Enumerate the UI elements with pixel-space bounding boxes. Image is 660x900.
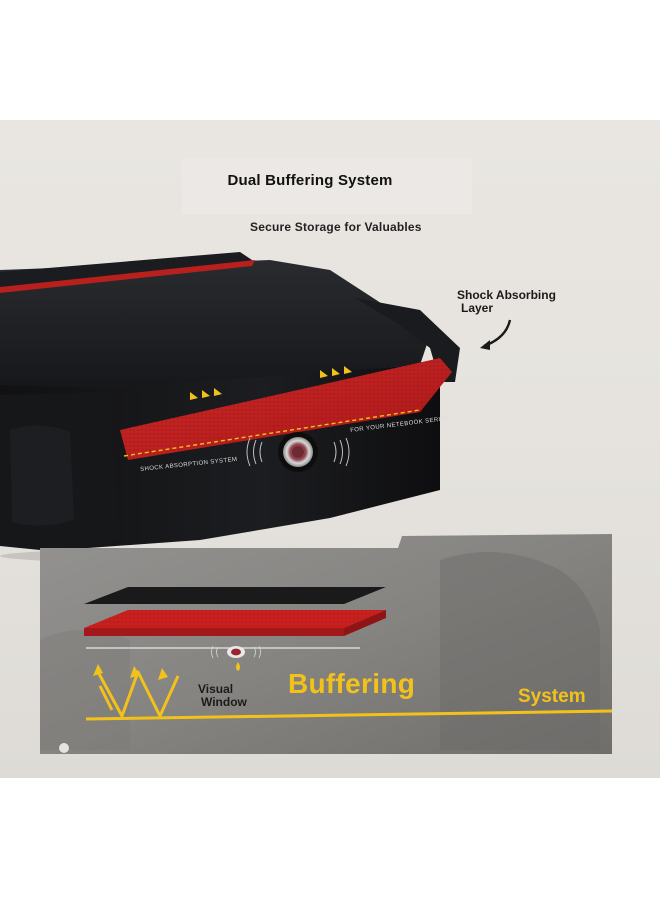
callout-arrow-icon [480, 319, 512, 350]
bag-top-surface [0, 260, 430, 390]
visual-window-line-2: Window [201, 695, 247, 709]
shock-absorbing-callout: Shock Absorbing Layer [457, 289, 556, 315]
flap-red-edge [0, 260, 255, 293]
signal-arcs [246, 437, 350, 467]
product-photo: Dual Buffering System Secure Storage for… [0, 120, 660, 778]
buffering-label: Buffering [288, 668, 416, 699]
yellow-dash-line [123, 409, 421, 457]
yellow-baseline [85, 709, 613, 721]
visual-window-line-1: Visual [198, 682, 234, 696]
yellow-arrows-left [190, 388, 222, 400]
title-background [182, 158, 472, 214]
black-sheet [84, 587, 386, 604]
yellow-droplet [236, 662, 240, 671]
system-label: System [518, 686, 586, 707]
page-subtitle: Secure Storage for Valuables [250, 220, 422, 234]
callout-line-2: Layer [461, 301, 494, 315]
bag-illustration [0, 252, 613, 754]
yellow-arrows-right [320, 366, 352, 378]
visual-window-label: Visual Window [198, 683, 247, 709]
callout-line-1: Shock Absorbing [457, 288, 556, 302]
page-title: Dual Buffering System [227, 172, 393, 189]
